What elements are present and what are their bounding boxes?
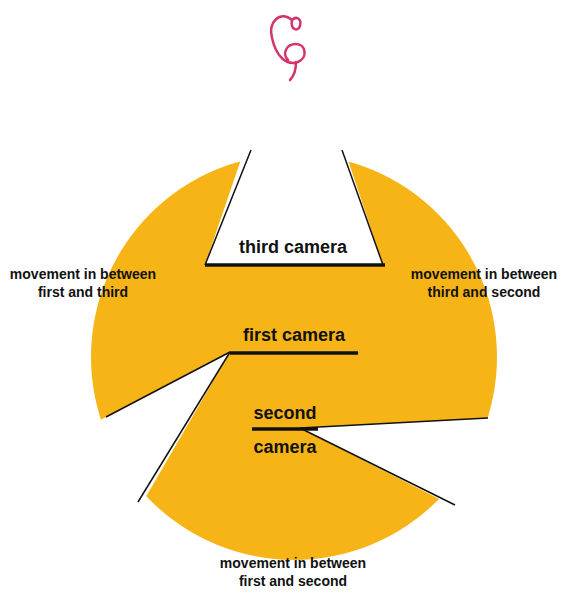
logo-scribble	[271, 16, 304, 80]
right-cutout	[300, 416, 530, 530]
movement-label: movement in between first and second	[208, 554, 378, 590]
wedge-edge	[300, 418, 488, 428]
camera-line	[205, 263, 385, 267]
wedge-edge	[300, 428, 455, 505]
camera-label: second camera	[240, 396, 330, 464]
movement-label: movement in between first and third	[3, 265, 163, 301]
camera-line	[230, 351, 358, 355]
camera-label: third camera	[208, 236, 378, 258]
wedge-edge	[342, 150, 383, 265]
camera-line	[252, 427, 318, 431]
third-camera-cutout	[205, 130, 383, 265]
wedge-edge	[138, 352, 230, 502]
movement-label: movement in between third and second	[404, 265, 564, 301]
left-cutout	[70, 352, 230, 550]
wedge-edge	[106, 352, 230, 417]
camera-label: first camera	[230, 324, 358, 346]
